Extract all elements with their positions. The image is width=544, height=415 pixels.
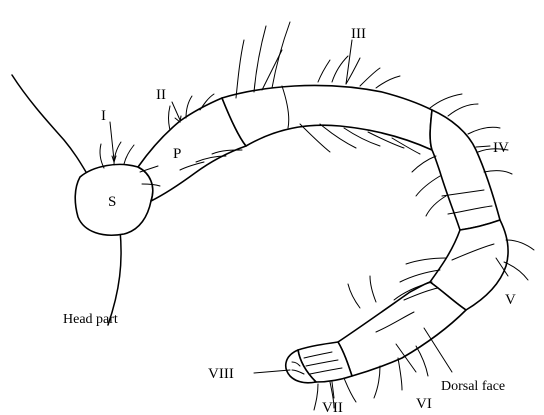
- segment-3-body: [222, 85, 432, 150]
- label-segment-1: I: [101, 108, 106, 124]
- label-scape: S: [108, 194, 116, 210]
- segment-6-body: [338, 282, 466, 376]
- label-segment-2: II: [156, 87, 166, 103]
- label-segment-8: VIII: [208, 366, 234, 382]
- label-segment-3: III: [351, 26, 366, 42]
- label-head-part: Head part: [63, 312, 118, 327]
- label-segment-4: IV: [493, 140, 509, 156]
- segment-4-body: [430, 110, 500, 230]
- label-pedicel: P: [173, 146, 181, 162]
- label-segment-7: VII: [322, 400, 343, 415]
- label-segment-5: V: [505, 292, 516, 308]
- label-segment-6: VI: [416, 396, 432, 412]
- label-dorsal-face: Dorsal face: [441, 379, 505, 394]
